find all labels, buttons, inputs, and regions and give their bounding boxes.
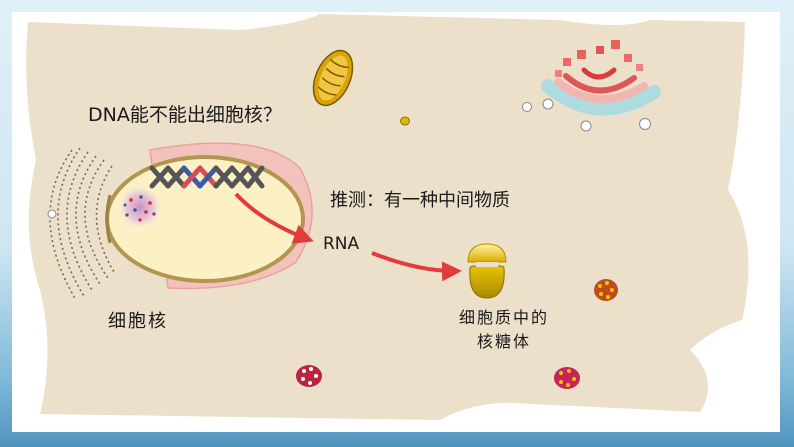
ribosome-label-line1: 细胞质中的 <box>448 306 560 330</box>
ribosome-label-line2: 核糖体 <box>448 330 560 354</box>
nucleus-label: 细胞核 <box>108 307 168 333</box>
lysosome-icon <box>554 367 580 389</box>
question-text: DNA能不能出细胞核？ <box>88 100 282 127</box>
chromatin-icon <box>118 185 162 229</box>
rna-label: RNA <box>323 234 359 254</box>
vesicle-icon <box>401 117 410 125</box>
ribosome-label: 细胞质中的 核糖体 <box>448 306 560 354</box>
ribosome-icon <box>468 244 506 298</box>
hypothesis-text: 推测：有一种中间物质 <box>330 186 510 212</box>
lysosome-icon <box>296 365 322 387</box>
lysosome-icon <box>594 279 618 301</box>
